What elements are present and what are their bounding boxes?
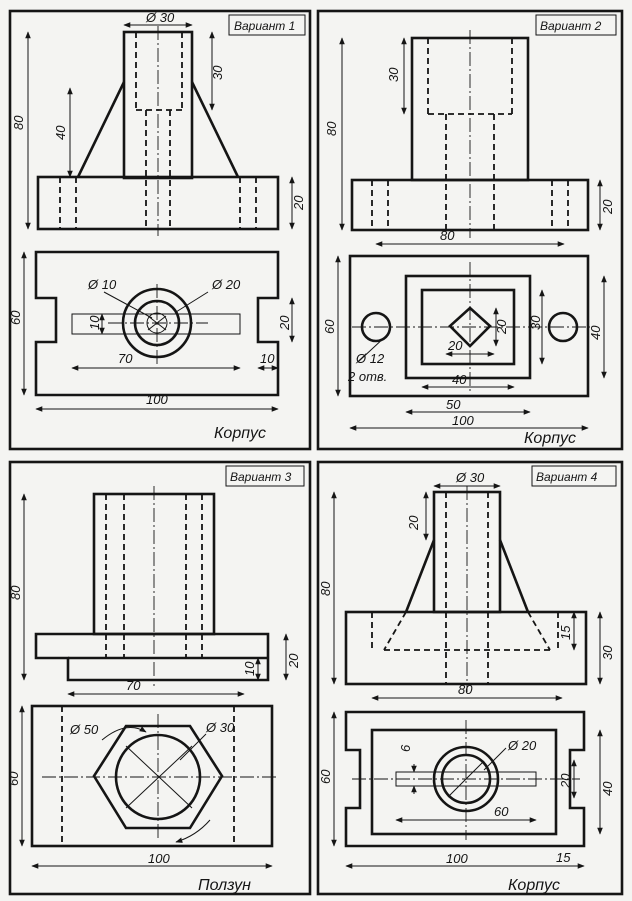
svg-text:50: 50 — [446, 397, 461, 412]
part-name: Корпус — [214, 425, 266, 442]
svg-text:30: 30 — [600, 645, 615, 660]
svg-text:Вариант 3: Вариант 3 — [230, 470, 292, 484]
svg-text:60: 60 — [8, 310, 23, 325]
svg-text:15: 15 — [558, 625, 573, 640]
panel-border — [8, 460, 312, 896]
variant-title-box — [535, 14, 617, 36]
panel-border — [316, 9, 624, 451]
panel-variant-4: Вариант 4 Ø 30 20 80 15 30 80 — [316, 460, 624, 896]
svg-text:Ø 30: Ø 30 — [455, 470, 485, 485]
svg-text:20: 20 — [277, 315, 292, 331]
svg-text:100: 100 — [146, 392, 168, 407]
svg-text:20: 20 — [447, 338, 463, 353]
svg-text:20: 20 — [558, 773, 573, 789]
part-name: Ползун — [198, 877, 251, 894]
svg-text:Ø 20: Ø 20 — [211, 277, 241, 292]
top-view — [30, 704, 276, 848]
svg-text:20: 20 — [286, 653, 301, 669]
svg-text:Вариант 4: Вариант 4 — [536, 470, 598, 484]
panel-border — [8, 9, 312, 451]
top-view — [34, 250, 280, 397]
svg-text:20: 20 — [291, 195, 306, 211]
part-name: Корпус — [524, 430, 576, 447]
svg-text:40: 40 — [600, 781, 615, 796]
svg-text:10: 10 — [260, 351, 275, 366]
svg-text:60: 60 — [6, 771, 21, 786]
front-view — [344, 486, 588, 692]
svg-text:80: 80 — [8, 585, 23, 600]
svg-text:30: 30 — [210, 65, 225, 80]
svg-text:Ø 20: Ø 20 — [507, 738, 537, 753]
svg-text:40: 40 — [452, 372, 467, 387]
svg-text:10: 10 — [87, 315, 102, 330]
front-view — [36, 26, 280, 236]
svg-text:15: 15 — [556, 850, 571, 865]
svg-text:Вариант 2: Вариант 2 — [540, 19, 602, 33]
front-view — [350, 30, 590, 238]
svg-text:2 отв.: 2 отв. — [347, 369, 387, 384]
svg-text:80: 80 — [440, 228, 455, 243]
svg-text:6: 6 — [398, 744, 413, 752]
svg-text:30: 30 — [386, 67, 401, 82]
svg-text:60: 60 — [494, 804, 509, 819]
svg-text:80: 80 — [11, 115, 26, 130]
panel-border — [316, 460, 624, 896]
panel-variant-2: Вариант 2 30 80 20 80 — [316, 9, 624, 451]
svg-text:30: 30 — [528, 315, 543, 330]
svg-text:80: 80 — [324, 121, 339, 136]
panel-variant-3: Вариант 3 80 20 10 70 — [6, 460, 312, 896]
svg-text:60: 60 — [318, 769, 333, 784]
variant-title-box — [228, 14, 306, 36]
svg-text:10: 10 — [242, 661, 257, 676]
svg-text:80: 80 — [318, 581, 333, 596]
svg-text:Ø 30: Ø 30 — [205, 720, 235, 735]
variant-title: Вариант 1 — [234, 19, 295, 33]
svg-text:80: 80 — [458, 682, 473, 697]
part-name: Корпус — [508, 877, 560, 894]
svg-text:Ø 12: Ø 12 — [355, 351, 385, 366]
variant-title-box — [531, 465, 617, 487]
svg-text:40: 40 — [53, 125, 68, 140]
top-view — [344, 710, 586, 848]
svg-text:70: 70 — [126, 678, 141, 693]
front-view — [34, 486, 270, 686]
svg-text:70: 70 — [118, 351, 133, 366]
svg-text:20: 20 — [406, 515, 421, 531]
variant-title-box — [225, 465, 305, 487]
svg-text:100: 100 — [446, 851, 468, 866]
dim-text: Ø 30 — [145, 10, 175, 25]
svg-text:20: 20 — [494, 319, 509, 335]
svg-text:60: 60 — [322, 319, 337, 334]
svg-text:Ø 50: Ø 50 — [69, 722, 99, 737]
svg-text:20: 20 — [600, 199, 615, 215]
svg-text:40: 40 — [588, 325, 603, 340]
panel-variant-1: Вариант 1 Ø 30 30 80 40 20 — [8, 9, 312, 451]
svg-text:Ø 10: Ø 10 — [87, 277, 117, 292]
top-view — [348, 254, 590, 398]
svg-text:100: 100 — [148, 851, 170, 866]
svg-text:100: 100 — [452, 413, 474, 428]
